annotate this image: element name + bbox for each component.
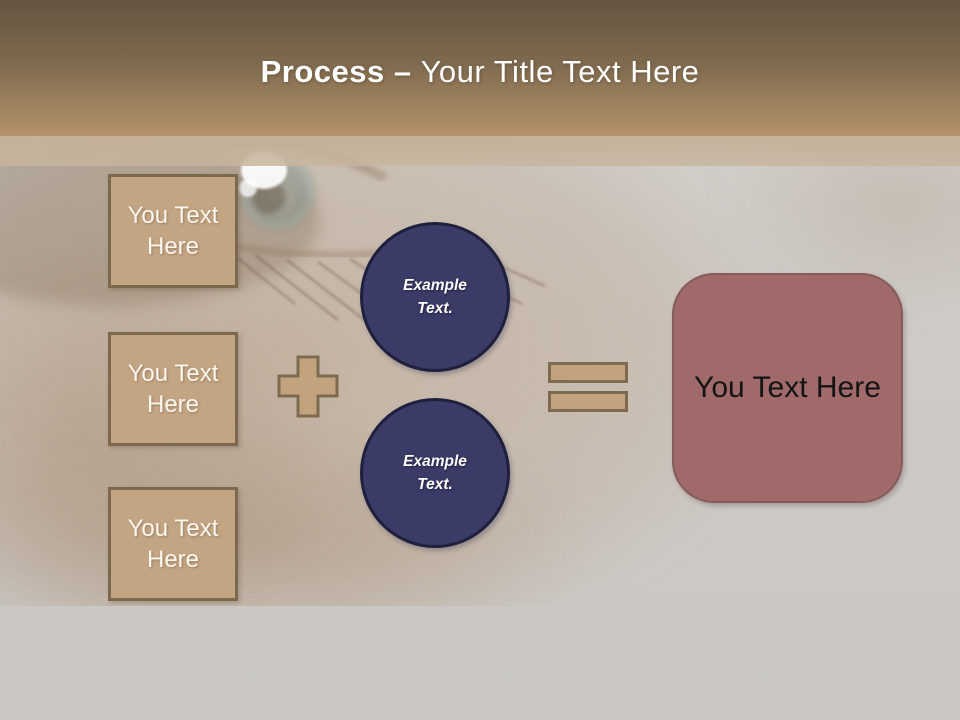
header-fade-strip (0, 136, 960, 166)
example-circle-1[interactable]: Example Text. (360, 222, 510, 372)
result-box-label: You Text Here (694, 371, 881, 404)
input-box-3[interactable]: You Text Here (108, 487, 238, 601)
input-box-1[interactable]: You Text Here (108, 174, 238, 288)
slide-title-rest: Your Title Text Here (420, 54, 700, 89)
example-circle-1-label: Example Text. (403, 277, 467, 317)
example-circle-2-label: Example Text. (403, 453, 467, 493)
slide-title-lead: Process – (260, 54, 412, 89)
slide-title[interactable]: Process –Your Title Text Here (0, 54, 960, 90)
equals-bar-bottom (548, 391, 628, 412)
equals-icon[interactable] (548, 362, 628, 412)
input-box-3-label: You Text Here (127, 515, 219, 573)
equals-bar-top (548, 362, 628, 383)
input-box-1-label: You Text Here (127, 202, 219, 260)
input-box-2[interactable]: You Text Here (108, 332, 238, 446)
input-box-2-label: You Text Here (127, 360, 219, 418)
plus-icon[interactable] (277, 355, 340, 419)
result-box[interactable]: You Text Here (672, 273, 903, 503)
header-band (0, 0, 960, 136)
example-circle-2[interactable]: Example Text. (360, 398, 510, 548)
